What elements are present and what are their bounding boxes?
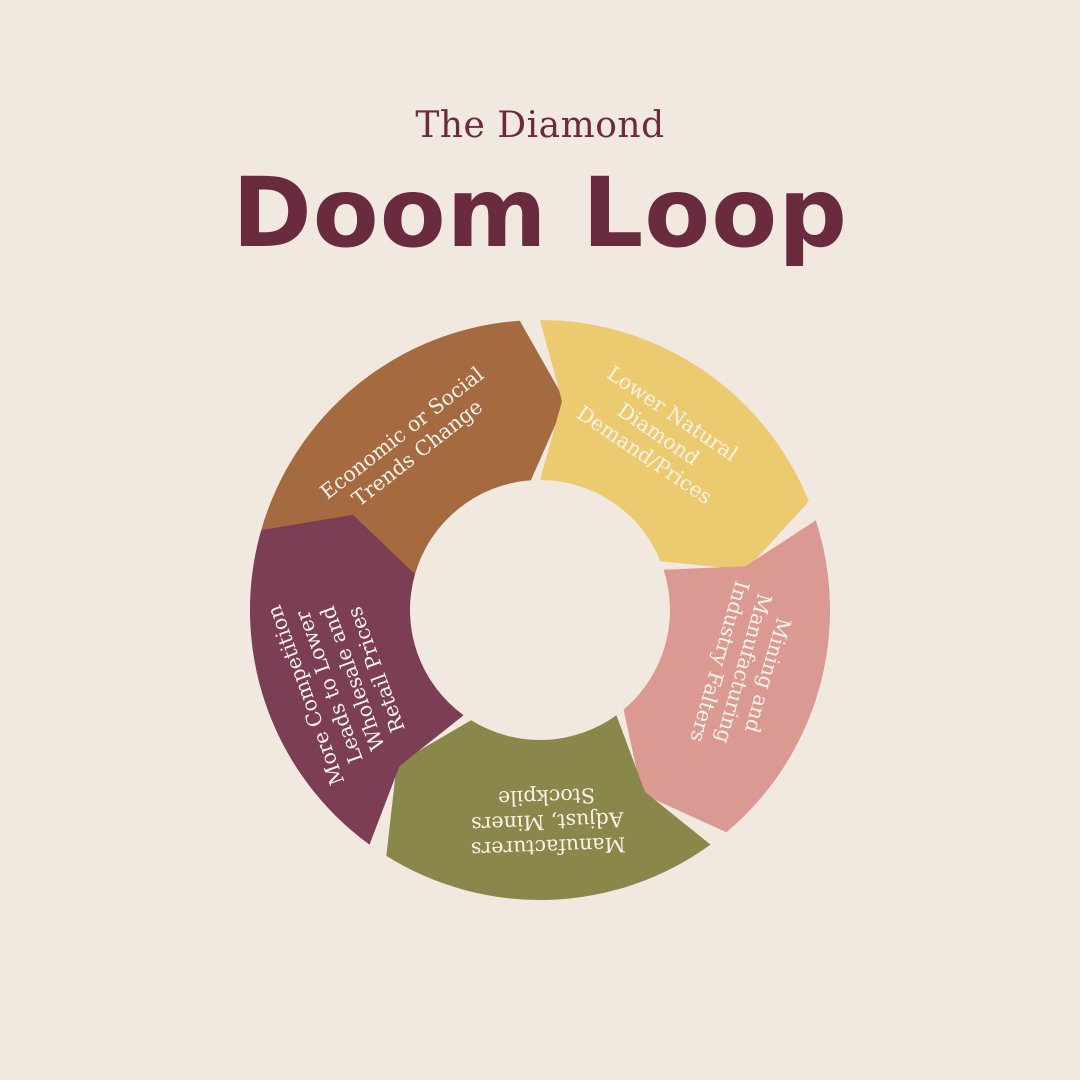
cycle-segment-1 <box>261 320 566 575</box>
cycle-segment-5 <box>249 514 464 845</box>
segment-label-line: Stockpile <box>498 783 596 810</box>
subtitle: The Diamond <box>415 105 665 146</box>
segment-label-line: Manufacturers <box>471 832 626 861</box>
page-title: Doom Loop <box>232 157 848 269</box>
cycle-segment-2 <box>540 319 809 570</box>
cycle-segment-4 <box>386 715 711 900</box>
cycle-segment-3 <box>623 520 831 833</box>
segment-label-line: Adjust, Miners <box>471 807 625 836</box>
